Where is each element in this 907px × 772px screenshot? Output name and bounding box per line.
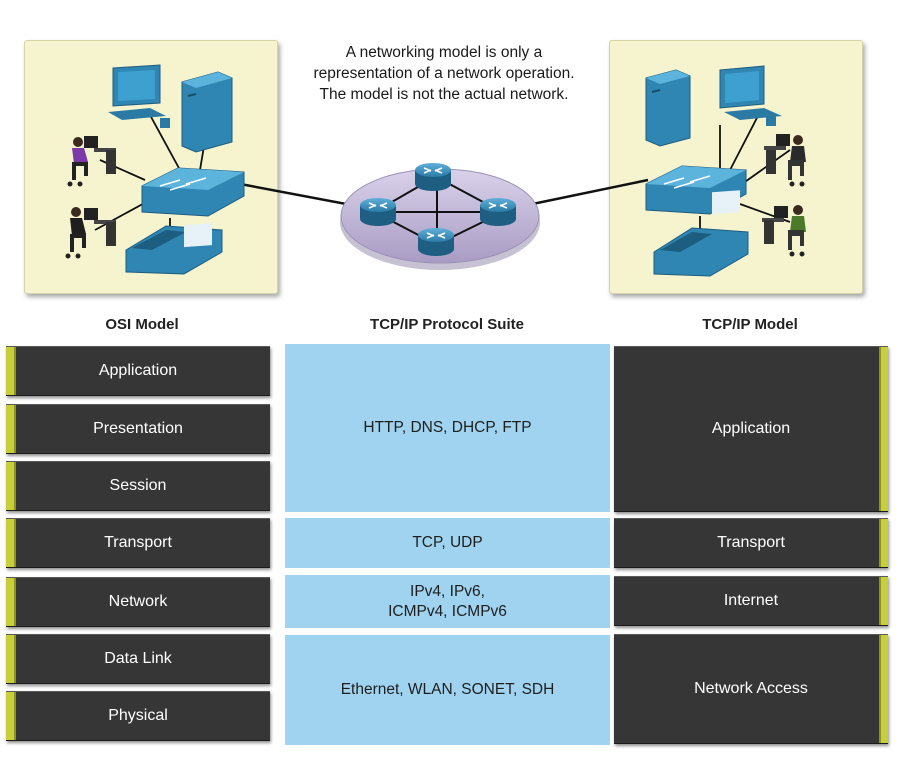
ip-phone-label: IP <box>718 249 728 261</box>
protocol-text: Ethernet, WLAN, SONET, SDH <box>340 681 555 698</box>
ip-phone-label: IP <box>190 245 200 257</box>
user-at-computer-icon <box>764 134 806 187</box>
protocol-text: TCP, UDP <box>412 534 483 551</box>
caption-line: representation of a network operation. <box>313 65 575 82</box>
osi-layer-transport: Transport <box>6 518 270 568</box>
protocol-text: ICMPv4, ICMPv6 <box>388 602 507 620</box>
protocol-text: IPv4, IPv6, <box>410 582 485 600</box>
user-at-computer-icon <box>65 207 116 259</box>
server-icon <box>181 71 233 153</box>
protocol-band-application: HTTP, DNS, DHCP, FTP <box>285 344 610 512</box>
network-cloud <box>340 168 540 270</box>
osi-layer-network: Network <box>6 577 270 627</box>
osi-layer-data-link: Data Link <box>6 634 270 684</box>
server-icon <box>645 69 691 147</box>
link-right-to-cloud <box>517 178 649 209</box>
caption-line: A networking model is only a <box>345 44 543 61</box>
link-left-to-cloud <box>234 181 363 209</box>
desktop-computer-icon <box>719 65 782 126</box>
ip-phone-icon: IP <box>125 223 223 275</box>
protocol-text: HTTP, DNS, DHCP, FTP <box>363 419 532 436</box>
caption-line: The model is not the actual network. <box>319 86 569 103</box>
user-at-computer-icon <box>762 205 806 257</box>
router-icon <box>480 198 516 226</box>
router-icon <box>415 163 451 191</box>
protocol-band-internet: IPv4, IPv6, ICMPv4, ICMPv6 <box>285 575 610 628</box>
desktop-computer-icon <box>108 64 170 128</box>
ip-phone-icon: IP <box>653 190 749 277</box>
protocol-band-network-access: Ethernet, WLAN, SONET, SDH <box>285 635 610 745</box>
tcpip-model-heading: TCP/IP Model <box>702 316 798 333</box>
tcpip-layer-transport: Transport <box>614 518 888 568</box>
osi-layer-presentation: Presentation <box>6 404 270 454</box>
router-icon <box>360 198 396 226</box>
switch-icon <box>141 167 245 217</box>
protocol-suite-heading: TCP/IP Protocol Suite <box>370 316 524 333</box>
osi-layer-session: Session <box>6 461 270 511</box>
protocol-band-transport: TCP, UDP <box>285 518 610 568</box>
tcpip-layer-application: Application <box>614 346 888 512</box>
network-illustration: IP <box>65 64 806 277</box>
router-icon <box>418 228 454 256</box>
caption: A networking model is only a representat… <box>285 42 603 105</box>
tcpip-layer-network-access: Network Access <box>614 634 888 744</box>
osi-layer-application: Application <box>6 346 270 396</box>
tcpip-layer-internet: Internet <box>614 576 888 626</box>
osi-layer-physical: Physical <box>6 691 270 741</box>
osi-model-heading: OSI Model <box>105 316 179 333</box>
user-at-computer-icon <box>67 136 116 187</box>
